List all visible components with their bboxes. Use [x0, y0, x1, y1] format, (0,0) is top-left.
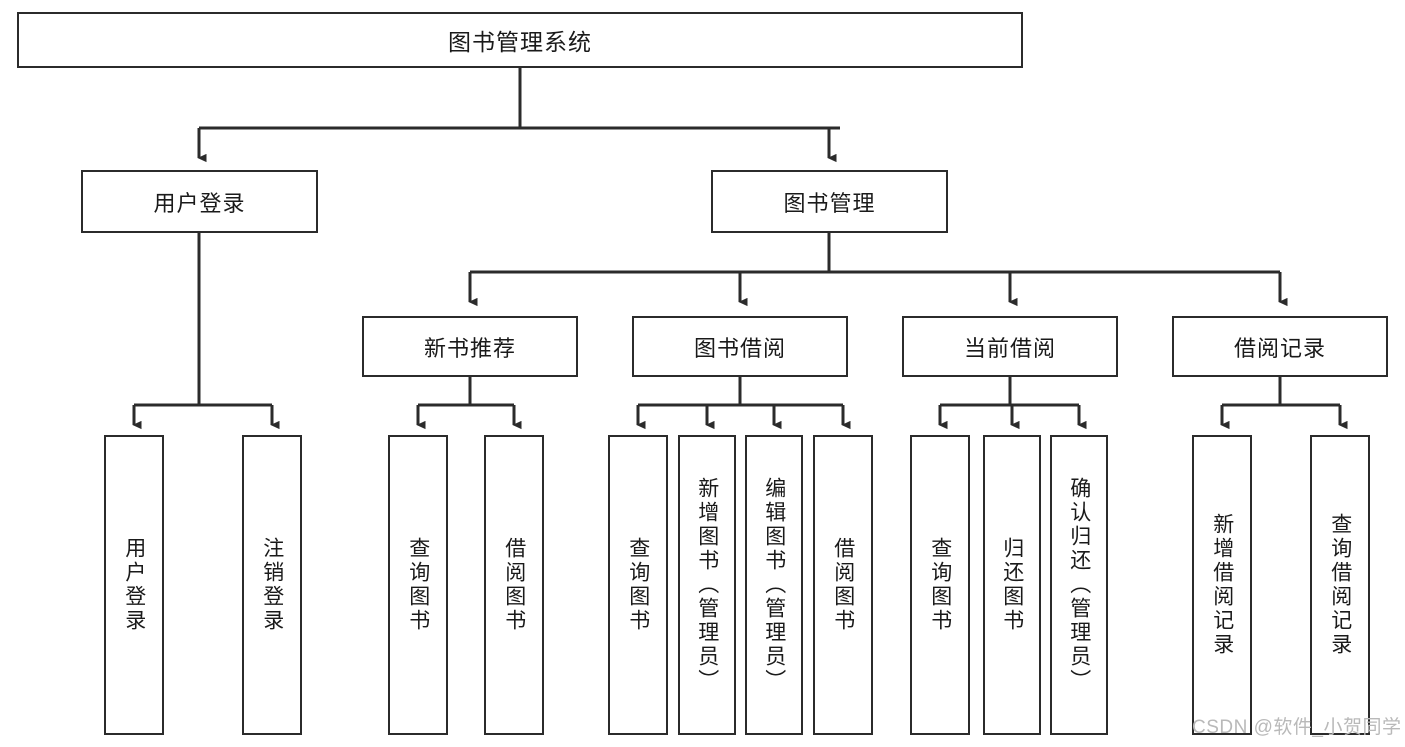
leaf-return-book-label: 归还图书 — [1000, 537, 1024, 633]
leaf-add-book-admin[interactable]: 新增图书（管理员） — [678, 435, 736, 735]
node-current-borrow-label: 当前借阅 — [963, 335, 1056, 361]
leaf-query-book-borrow-label: 查询图书 — [626, 537, 650, 633]
leaf-edit-book-admin-label: 编辑图书（管理员） — [762, 477, 786, 693]
node-book-borrow[interactable]: 图书借阅 — [632, 316, 848, 377]
leaf-query-book-borrow[interactable]: 查询图书 — [608, 435, 668, 735]
leaf-borrow-book[interactable]: 借阅图书 — [813, 435, 873, 735]
leaf-add-borrow-record[interactable]: 新增借阅记录 — [1192, 435, 1252, 735]
leaf-query-borrow-record-label: 查询借阅记录 — [1328, 513, 1352, 657]
leaf-borrow-book-newbook[interactable]: 借阅图书 — [484, 435, 544, 735]
leaf-borrow-book-newbook-label: 借阅图书 — [502, 537, 526, 633]
leaf-query-borrow-record[interactable]: 查询借阅记录 — [1310, 435, 1370, 735]
leaf-user-login-label: 用户登录 — [122, 537, 146, 633]
node-book-management[interactable]: 图书管理 — [711, 170, 948, 233]
leaf-logout-label: 注销登录 — [260, 537, 284, 633]
leaf-user-login[interactable]: 用户登录 — [104, 435, 164, 735]
leaf-return-book[interactable]: 归还图书 — [983, 435, 1041, 735]
leaf-add-book-admin-label: 新增图书（管理员） — [695, 477, 719, 693]
leaf-confirm-return-admin-label: 确认归还（管理员） — [1067, 477, 1091, 693]
leaf-borrow-book-label: 借阅图书 — [831, 537, 855, 633]
leaf-query-book-newbook[interactable]: 查询图书 — [388, 435, 448, 735]
node-root[interactable]: 图书管理系统 — [17, 12, 1023, 68]
node-new-book-recommend-label: 新书推荐 — [423, 335, 516, 361]
watermark: CSDN @软件_小贺同学 — [1192, 717, 1402, 738]
node-book-borrow-label: 图书借阅 — [693, 335, 786, 361]
leaf-query-book-current-label: 查询图书 — [928, 537, 952, 633]
node-borrow-record-label: 借阅记录 — [1233, 335, 1326, 361]
node-book-management-label: 图书管理 — [783, 190, 876, 216]
node-user-login-label: 用户登录 — [153, 190, 246, 216]
leaf-query-book-newbook-label: 查询图书 — [406, 537, 430, 633]
node-current-borrow[interactable]: 当前借阅 — [902, 316, 1118, 377]
node-user-login[interactable]: 用户登录 — [81, 170, 318, 233]
node-new-book-recommend[interactable]: 新书推荐 — [362, 316, 578, 377]
leaf-logout[interactable]: 注销登录 — [242, 435, 302, 735]
leaf-edit-book-admin[interactable]: 编辑图书（管理员） — [745, 435, 803, 735]
node-root-label: 图书管理系统 — [448, 29, 592, 55]
node-borrow-record[interactable]: 借阅记录 — [1172, 316, 1388, 377]
leaf-query-book-current[interactable]: 查询图书 — [910, 435, 970, 735]
leaf-add-borrow-record-label: 新增借阅记录 — [1210, 513, 1234, 657]
leaf-confirm-return-admin[interactable]: 确认归还（管理员） — [1050, 435, 1108, 735]
